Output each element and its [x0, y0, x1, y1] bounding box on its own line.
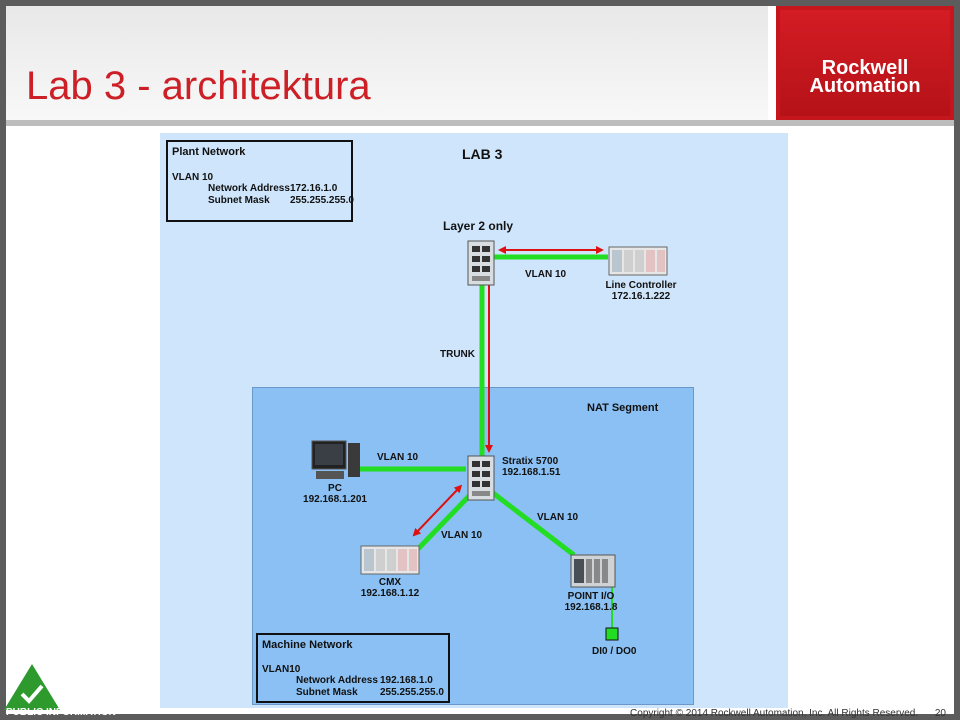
- slide-title: Lab 3 - architektura: [26, 64, 371, 108]
- line-controller-ip: 172.16.1.222: [611, 291, 671, 302]
- pc-name: PC: [328, 483, 342, 494]
- nat-segment-label: NAT Segment: [587, 402, 659, 414]
- line-controller-name: Line Controller: [605, 280, 677, 291]
- vlan-pc-label: VLAN 10: [377, 452, 419, 463]
- stratix-switch-icon: [467, 455, 495, 501]
- cmx-ip: 192.168.1.12: [360, 588, 420, 599]
- red-arrows: [412, 246, 604, 537]
- machine-network-heading: Machine Network: [262, 639, 353, 651]
- pc-ip: 192.168.1.201: [303, 494, 367, 505]
- plant-vlan: VLAN 10: [172, 172, 214, 183]
- cmx-icon: [360, 545, 420, 575]
- title-bar: Lab 3 - architektura: [6, 6, 768, 120]
- vlan-top-label: VLAN 10: [525, 269, 567, 280]
- nat-segment-area: [252, 387, 694, 705]
- machine-network-address-value: 192.168.1.0: [380, 675, 433, 686]
- connection-lines: [360, 246, 613, 630]
- copyright-notice: Copyright © 2014 Rockwell Automation, In…: [630, 708, 919, 719]
- plant-network-address-label: Network Address: [208, 183, 290, 194]
- stratix-ip: 192.168.1.51: [502, 467, 561, 478]
- classification-label: PUBLIC INFORMATION: [6, 707, 116, 718]
- plant-subnet-mask-label: Subnet Mask: [208, 195, 270, 206]
- stratix-name: Stratix 5700: [502, 456, 559, 467]
- plant-network-address-value: 172.16.1.0: [290, 183, 338, 194]
- trunk-label: TRUNK: [440, 349, 475, 360]
- cmx-name: CMX: [378, 577, 402, 588]
- slide: Lab 3 - architektura Rockwell Automation…: [6, 6, 954, 714]
- machine-vlan: VLAN10: [262, 664, 301, 675]
- line-controller-icon: [608, 246, 668, 276]
- title-separator: [6, 120, 954, 126]
- logo-line-2: Automation: [809, 75, 921, 97]
- pc-icon: [311, 440, 360, 479]
- lab-title: LAB 3: [462, 146, 503, 162]
- point-io-ip: 192.168.1.8: [564, 602, 618, 613]
- plant-network-box: Plant Network VLAN 10 Network Address 17…: [166, 140, 354, 222]
- machine-network-address-label: Network Address: [296, 675, 378, 686]
- plant-network-heading: Plant Network: [172, 146, 246, 158]
- layer2-label: Layer 2 only: [443, 219, 514, 233]
- network-diagram: Plant Network VLAN 10 Network Address 17…: [160, 133, 788, 708]
- copyright-text: Copyright © 2014 Rockwell Automation, In…: [630, 708, 946, 719]
- machine-subnet-mask-value: 255.255.255.0: [380, 687, 444, 698]
- plant-subnet-mask-value: 255.255.255.0: [290, 195, 354, 206]
- dio-label: DI0 / DO0: [592, 646, 637, 657]
- point-io-name: POINT I/O: [567, 591, 615, 602]
- vlan-point-label: VLAN 10: [537, 512, 579, 523]
- point-io-icon: [570, 554, 616, 588]
- checkmark-icon: [4, 664, 60, 710]
- machine-network-box: Machine Network VLAN10 Network Address 1…: [256, 633, 450, 703]
- logo-line-1: Rockwell: [821, 57, 909, 79]
- page-number: 20: [934, 708, 946, 719]
- dio-indicator-icon: [605, 627, 619, 641]
- layer2-switch-icon: [467, 240, 495, 286]
- rockwell-logo: Rockwell Automation: [776, 6, 954, 120]
- green-links: [360, 254, 613, 630]
- machine-subnet-mask-label: Subnet Mask: [296, 687, 358, 698]
